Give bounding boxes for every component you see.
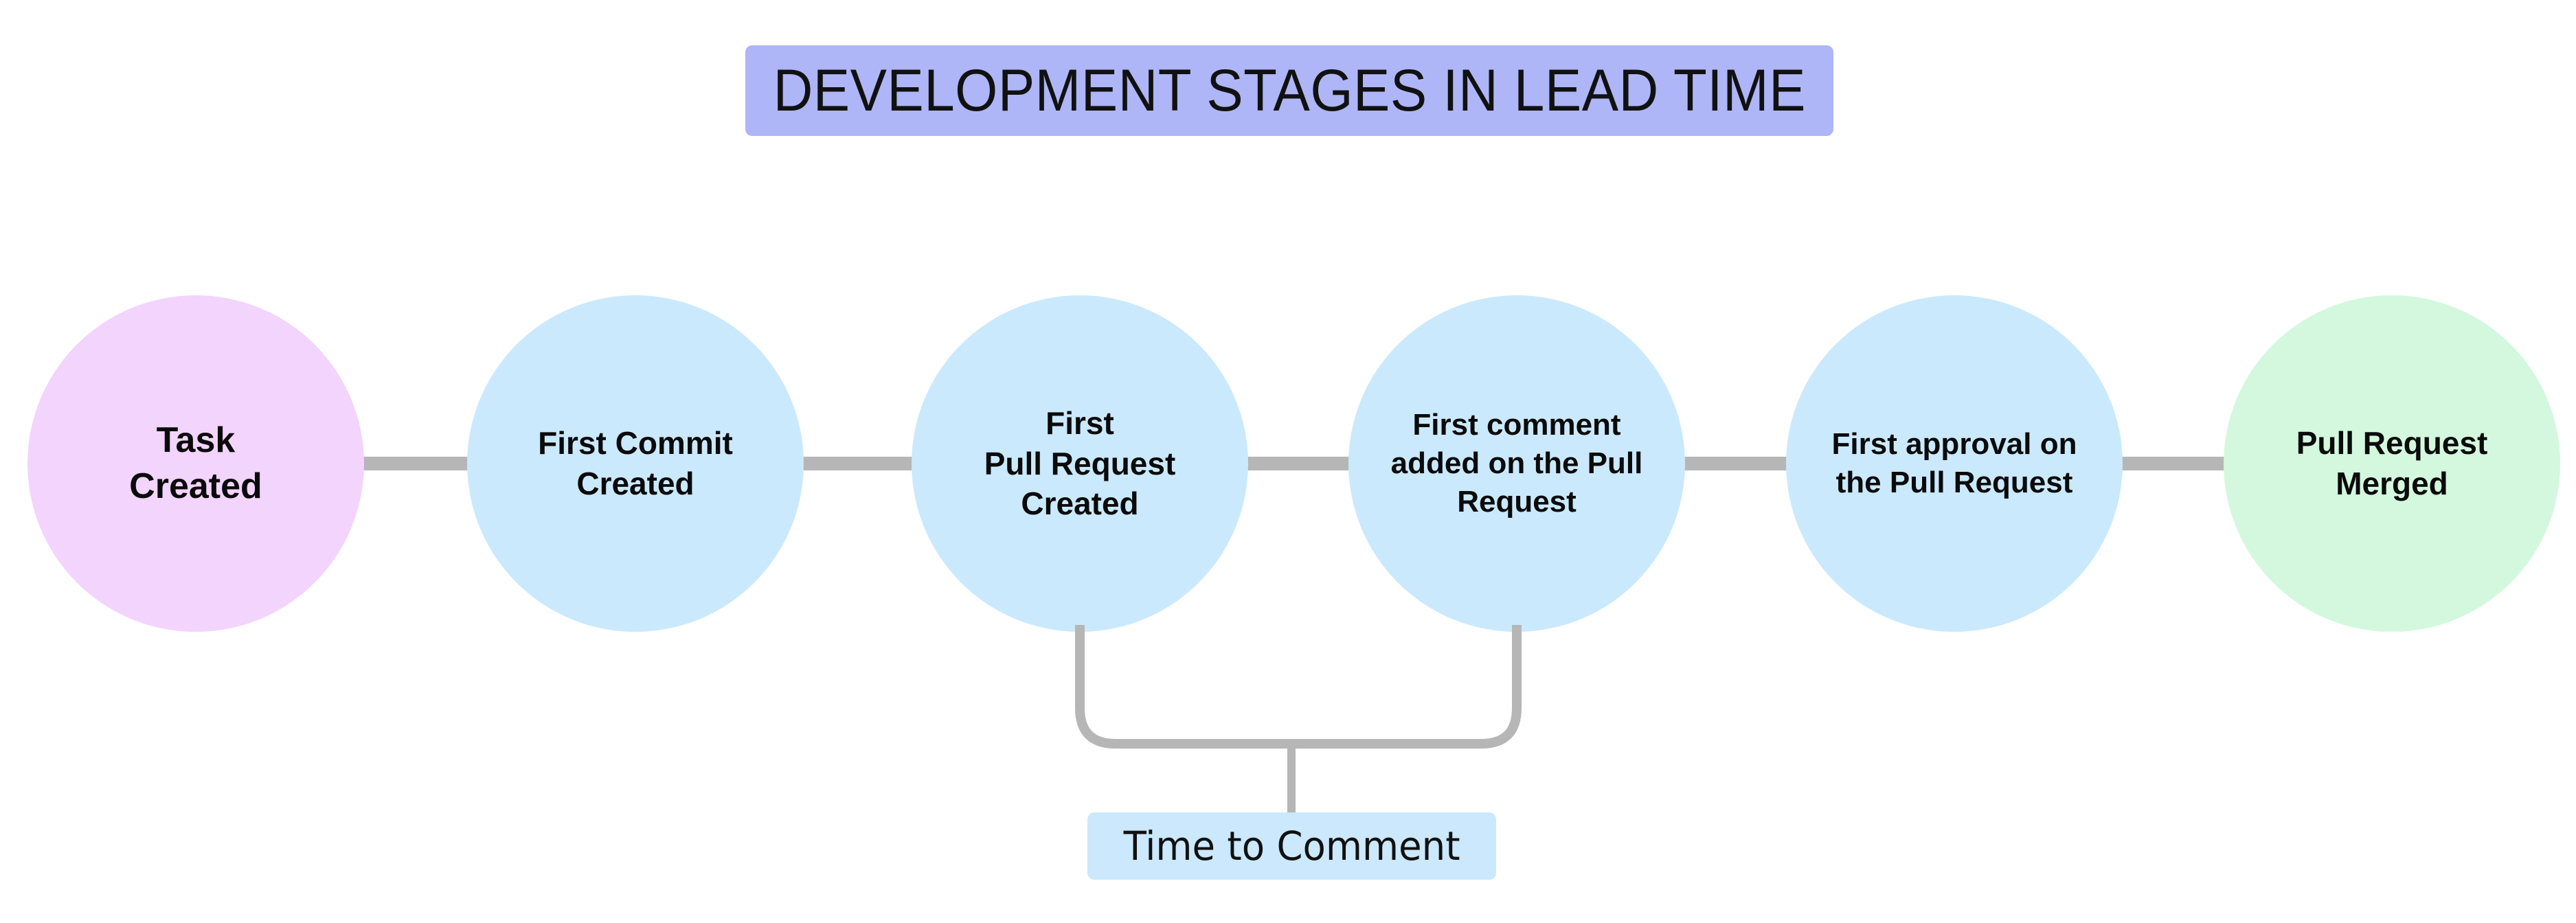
- bracket-u-path: [1075, 625, 1522, 749]
- stage-node-first-commit-created[interactable]: First Commit Created: [467, 295, 804, 632]
- stage-label-pull-request-merged: Pull Request Merged: [2296, 425, 2488, 501]
- stage-node-first-approval-on-pull-request[interactable]: First approval on the Pull Request: [1786, 295, 2123, 632]
- connector-first-pull-request-to-first-comment: [1230, 457, 1370, 470]
- connector-first-approval-to-pull-request-merged: [2102, 457, 2250, 470]
- stage-label-first-commit-created: First Commit Created: [538, 425, 733, 501]
- page-title: DEVELOPMENT STAGES IN LEAD TIME: [773, 57, 1806, 124]
- connector-first-commit-to-first-pull-request: [783, 457, 934, 470]
- stage-node-task-created[interactable]: Task Created: [27, 295, 364, 632]
- stage-label-first-approval-on-pull-request: First approval on the Pull Request: [1831, 426, 2077, 499]
- stage-node-pull-request-merged[interactable]: Pull Request Merged: [2224, 295, 2560, 632]
- stage-label-first-pull-request-created: First Pull Request Created: [984, 404, 1176, 522]
- annotation-label-text: Time to Comment: [1123, 823, 1460, 869]
- stage-label-first-comment-on-pull-request: First comment added on the Pull Request: [1390, 407, 1643, 519]
- annotation-chip-time-to-comment[interactable]: Time to Comment: [1087, 812, 1496, 880]
- stage-label-task-created: Task Created: [129, 420, 262, 506]
- diagram-title-banner: DEVELOPMENT STAGES IN LEAD TIME: [745, 45, 1833, 136]
- stage-node-first-comment-on-pull-request[interactable]: First comment added on the Pull Request: [1348, 295, 1685, 632]
- stage-node-first-pull-request-created[interactable]: First Pull Request Created: [912, 295, 1248, 632]
- connector-first-comment-to-first-approval: [1666, 457, 1810, 470]
- connector-task-created-to-first-commit: [343, 457, 495, 470]
